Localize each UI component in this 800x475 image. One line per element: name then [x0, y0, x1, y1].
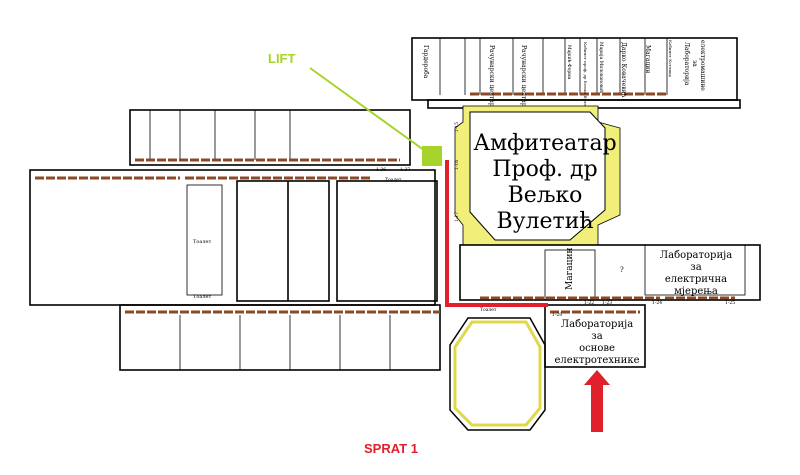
room-number: 1-25	[725, 300, 735, 306]
toilet-label: Тоалет	[480, 307, 497, 313]
floor-label: SPRAT 1	[364, 441, 418, 456]
room-number: 1-24	[652, 300, 662, 306]
toilet-label: Тоалет	[193, 294, 211, 300]
amphitheater-name: Вељко	[508, 183, 583, 208]
right-block: Магацин ? Лабораторија за електрична мје…	[454, 122, 761, 368]
unknown-room-label: ?	[620, 266, 624, 274]
room-number: 1-37	[400, 167, 410, 173]
lab-basics-label: за	[591, 331, 602, 342]
room-number: 1-16	[454, 160, 460, 170]
room-label: Магацин	[644, 45, 651, 73]
room-number: 1-28	[552, 312, 562, 318]
room-number: 1-23	[602, 300, 612, 306]
room-label: Рачунарски центар	[488, 45, 495, 107]
amphitheater-name: Амфитеатар	[473, 131, 616, 156]
route-path	[445, 160, 548, 307]
room-label: Гардероба	[422, 45, 429, 79]
room-label: Кабинет Котлица	[668, 40, 673, 78]
toilet-label: Тоалет	[385, 177, 402, 183]
room-label: Марија Миловановић	[598, 42, 605, 93]
lab-measurements-label: за	[690, 262, 701, 273]
lab-basics-label: основе	[579, 343, 615, 354]
amphitheater-name: Вулетић	[496, 209, 593, 234]
room-label: Дарко Ковачевић	[620, 42, 627, 98]
room-label: Рачунарски центар	[520, 45, 527, 107]
room-number: 1-15	[454, 122, 460, 132]
top-wing: Гардероба Рачунарски центар Рачунарски ц…	[411, 37, 741, 114]
lab-measurements-label: електрична	[665, 274, 727, 285]
amphitheater-name: Проф. др	[492, 157, 597, 182]
lab-basics-label: електротехнике	[555, 355, 640, 366]
storage-label: Магацин	[565, 248, 575, 290]
room-label: за	[691, 60, 698, 67]
lobby-hexagon	[449, 317, 546, 431]
arrow-up-icon	[584, 370, 610, 432]
lab-measurements-label: Лабораторија	[660, 250, 732, 261]
lab-measurements-label: мјерења	[674, 286, 718, 297]
room-label: Мајкић-Форма	[566, 45, 573, 80]
room-label: Лабораторија	[683, 42, 690, 86]
room-label: Кабинет проф. др Вељко Вулетић	[583, 42, 588, 114]
lift-label: LIFT	[268, 51, 295, 66]
room-label: електромашине	[699, 40, 706, 91]
room-number: 1-17	[454, 212, 460, 222]
toilet-label: Тоалет	[193, 239, 211, 245]
room-number: 1-36	[376, 167, 386, 173]
lift-marker	[422, 146, 442, 166]
left-wing: Тоалет Тоалет	[29, 109, 441, 371]
amphitheater: Амфитеатар Проф. др Вељко Вулетић	[454, 105, 621, 246]
lift-pointer-line	[309, 67, 429, 154]
lab-basics-label: Лабораторија	[561, 319, 633, 330]
room-number: 1-22	[584, 300, 594, 306]
